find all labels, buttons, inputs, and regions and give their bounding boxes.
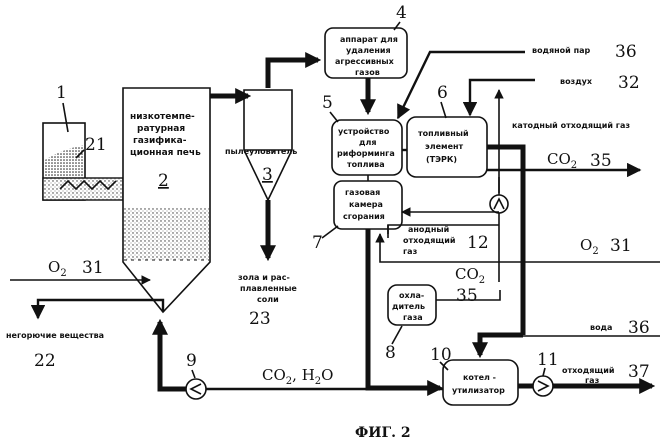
apparatus-label-4: газов xyxy=(355,68,380,77)
ash-label-1: зола и рас- xyxy=(238,273,290,282)
o2-left: O2 xyxy=(48,258,67,279)
ref-7: 7 xyxy=(312,233,323,253)
gasification-furnace: низкотемпе- ратурная газифика- ционная п… xyxy=(122,87,211,314)
reformer-label-3: риформинга xyxy=(337,149,395,158)
ref-1: 1 xyxy=(56,83,67,103)
reformer-label-4: топлива xyxy=(347,160,385,169)
ref-11: 11 xyxy=(537,350,559,370)
fuelcell-label-2: элемент xyxy=(425,142,464,151)
steam-label: водяной пар xyxy=(532,46,590,55)
ash-label-3: соли xyxy=(257,295,279,304)
fuelcell-label-1: топливный xyxy=(418,129,469,138)
combustor-label-3: сгорания xyxy=(343,212,385,221)
ref-12: 12 xyxy=(467,233,489,253)
cathode-exhaust-label: катодный отходящий газ xyxy=(512,121,630,130)
ref-23: 23 xyxy=(249,309,271,329)
noncombustible-label: негорючие вещества xyxy=(6,331,104,340)
combustor-label-1: газовая xyxy=(345,188,380,197)
furnace-label-line1: низкотемпе- xyxy=(130,112,195,122)
boiler-label-1: котел - xyxy=(463,373,496,382)
anode-exhaust-label-3: газ xyxy=(403,247,418,256)
pump-11-icon xyxy=(532,375,554,397)
furnace-label-line4: ционная печь xyxy=(130,148,201,158)
boiler-label-2: утилизатор xyxy=(452,386,505,395)
air-label: воздух xyxy=(560,77,593,86)
water-label: вода xyxy=(590,323,612,332)
cooler-label-1: охла- xyxy=(399,291,424,300)
ref-36-steam: 36 xyxy=(615,42,637,62)
ref-10: 10 xyxy=(430,345,452,365)
ref-2: 2 xyxy=(158,171,169,191)
ref-8: 8 xyxy=(385,343,396,363)
figure-caption: ФИГ. 2 xyxy=(355,425,411,441)
ref-36-water: 36 xyxy=(628,318,650,338)
anode-exhaust-label-1: анодный xyxy=(408,225,449,234)
ref-37: 37 xyxy=(628,362,650,382)
ref-35-top: 35 xyxy=(590,151,612,171)
ref-6: 6 xyxy=(437,83,448,103)
ref-3: 3 xyxy=(262,165,273,185)
cooler-label-2: дитель xyxy=(392,302,425,311)
gas-cooler xyxy=(387,284,437,326)
waste-heat-boiler xyxy=(442,359,519,406)
exhaust-label-1: отходящий xyxy=(562,366,614,375)
furnace-label-line3: газифика- xyxy=(133,136,187,146)
co2-mid: CO2 xyxy=(455,265,485,286)
fuelcell-label-3: (ТЭРК) xyxy=(426,155,457,164)
furnace-label-line2: ратурная xyxy=(137,124,185,134)
ref-4: 4 xyxy=(396,3,407,23)
ref-5: 5 xyxy=(322,93,333,113)
o2-right: O2 xyxy=(580,236,599,257)
ref-32: 32 xyxy=(618,73,640,93)
anode-exhaust-label-2: отходящий xyxy=(403,236,455,245)
feed-hopper xyxy=(42,122,124,201)
pump-9-icon xyxy=(185,378,207,400)
exhaust-label-2: газ xyxy=(585,376,600,385)
ash-label-2: плавленные xyxy=(240,284,297,293)
reformer-label-2: для xyxy=(359,138,376,147)
ref-31-left: 31 xyxy=(82,258,104,278)
apparatus-label-1: аппарат для xyxy=(340,35,398,44)
fuel-reformer xyxy=(331,119,403,176)
apparatus-label-2: удаления xyxy=(346,46,391,55)
ref-22: 22 xyxy=(34,351,56,371)
cyclone-dust-collector: пылеуловитель 3 xyxy=(225,89,297,202)
apparatus-label-3: агрессивных xyxy=(335,57,395,66)
cooler-label-3: газа xyxy=(403,313,423,322)
co2-top: CO2 xyxy=(547,150,577,171)
cyclone-label: пылеуловитель xyxy=(225,147,297,156)
recycle-co2-h2o: CO2, H2O xyxy=(262,366,333,387)
reformer-label-1: устройство xyxy=(338,127,390,136)
ref-21: 21 xyxy=(85,135,107,155)
ref-35-mid: 35 xyxy=(456,286,478,306)
ref-9: 9 xyxy=(186,351,197,371)
combustor-label-2: камера xyxy=(349,200,383,209)
ref-31-right: 31 xyxy=(610,236,632,256)
